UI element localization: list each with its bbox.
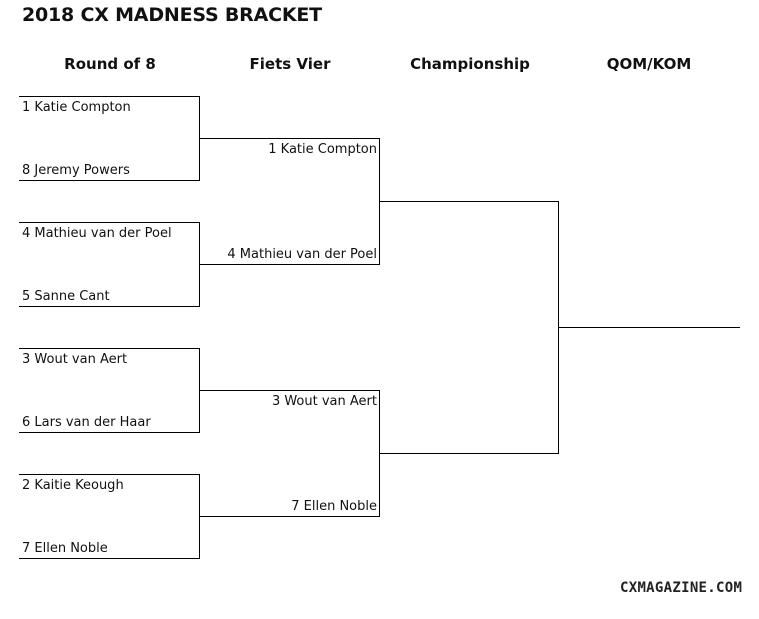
bracket-connector-championship [379, 201, 559, 454]
column-header-round-of-8: Round of 8 [64, 55, 156, 73]
round-of-8-entry: 2 Kaitie Keough [22, 478, 124, 493]
round-of-8-entry: 7 Ellen Noble [22, 541, 108, 556]
round-of-8-entry: 8 Jeremy Powers [22, 163, 130, 178]
column-header-qom-kom: QOM/KOM [606, 55, 692, 73]
round-of-8-entry: 4 Mathieu van der Poel [22, 226, 172, 241]
column-header-championship: Championship [410, 55, 530, 73]
fiets-vier-entry: 3 Wout van Aert [271, 394, 377, 409]
fiets-vier-entry: 4 Mathieu van der Poel [227, 247, 377, 262]
fiets-vier-entry: 7 Ellen Noble [291, 499, 377, 514]
column-header-fiets-vier: Fiets Vier [249, 55, 331, 73]
bracket-connector-fv-match-2 [199, 390, 380, 517]
bracket-title: 2018 CX MADNESS BRACKET [22, 4, 322, 26]
fiets-vier-entry: 1 Katie Compton [268, 142, 377, 157]
watermark-logo: CXMAGAZINE.COM [620, 580, 743, 596]
round-of-8-entry: 1 Katie Compton [22, 100, 131, 115]
bracket-connector-fv-match-1 [199, 138, 380, 265]
round-of-8-entry: 3 Wout van Aert [22, 352, 128, 367]
round-of-8-entry: 5 Sanne Cant [22, 289, 110, 304]
round-of-8-entry: 6 Lars van der Haar [22, 415, 151, 430]
